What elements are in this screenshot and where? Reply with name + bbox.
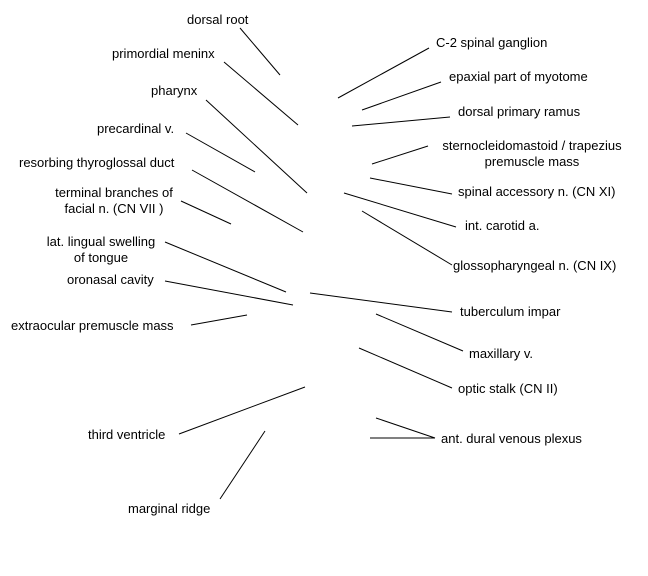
label-terminal-branches-facial-n: terminal branches of facial n. (CN VII ) [48,185,180,217]
leader-tuberculum-impar [309,292,453,313]
label-ant-dural-venous-plexus: ant. dural venous plexus [441,431,582,446]
leader-optic-stalk [358,347,453,389]
label-int-carotid-a: int. carotid a. [465,218,540,233]
label-line: of tongue [73,250,129,265]
label-c2-spinal-ganglion: C-2 spinal ganglion [436,35,548,50]
label-line: facial n. (CN VII ) [64,201,164,216]
leader-spinal-accessory-n [369,177,453,195]
leader-third-ventricle [178,386,306,435]
leader-resorbing-thyroglossal-duct [191,169,304,233]
label-tuberculum-impar: tuberculum impar [460,304,561,319]
leader-dorsal-root [239,27,281,76]
leader-epaxial-part-of-myotome [361,81,442,111]
label-optic-stalk: optic stalk (CN II) [458,381,558,396]
label-primordial-meninx: primordial meninx [112,46,215,61]
leader-precardinal-v [185,132,256,173]
label-scm-trapezius-premuscle-mass: sternocleidomastoid / trapezius premuscl… [434,138,630,170]
label-maxillary-v: maxillary v. [469,346,534,361]
leader-terminal-branches-facial-n [180,200,232,225]
leader-extraocular-premuscle-mass [190,314,248,326]
label-line: terminal branches of [55,185,173,200]
leader-c2-spinal-ganglion [337,47,430,99]
leader-int-carotid-a [343,192,457,228]
label-marginal-ridge: marginal ridge [128,501,211,516]
label-line: premuscle mass [484,154,580,169]
leader-glossopharyngeal-n [361,210,453,266]
leader-oronasal-cavity [164,280,294,306]
leader-lat-lingual-swelling [164,241,287,293]
label-precardinal-v: precardinal v. [97,121,175,136]
label-third-ventricle: third ventricle [88,427,166,442]
label-dorsal-root: dorsal root [187,12,249,27]
label-resorbing-thyroglossal-duct: resorbing thyroglossal duct [19,155,175,170]
leader-primordial-meninx [223,61,299,126]
label-lat-lingual-swelling: lat. lingual swelling of tongue [38,234,164,266]
label-line: lat. lingual swelling [46,234,156,249]
label-dorsal-primary-ramus: dorsal primary ramus [458,104,581,119]
label-pharynx: pharynx [151,83,198,98]
leader-dorsal-primary-ramus [351,116,451,127]
label-spinal-accessory-n: spinal accessory n. (CN XI) [458,184,616,199]
leader-ant-dural-venous-plexus-upper [375,417,436,439]
label-oronasal-cavity: oronasal cavity [67,272,154,287]
leader-maxillary-v [375,313,464,352]
leader-scm-trapezius-premuscle-mass [371,145,429,165]
label-glossopharyngeal-n: glossopharyngeal n. (CN IX) [453,258,617,273]
leader-marginal-ridge [219,430,266,500]
leader-pharynx [205,99,308,194]
label-epaxial-part-of-myotome: epaxial part of myotome [449,69,588,84]
label-extraocular-premuscle-mass: extraocular premuscle mass [11,318,174,333]
label-line: sternocleidomastoid / trapezius [442,138,622,153]
